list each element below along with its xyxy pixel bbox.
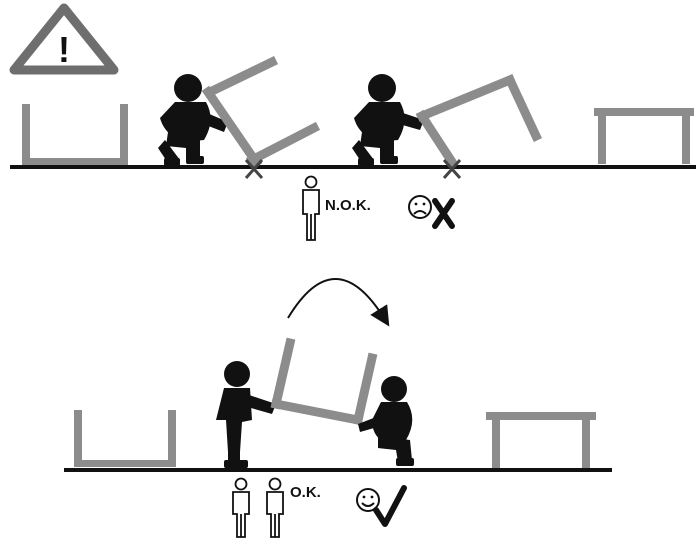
table-upright-top xyxy=(594,108,694,164)
cross-mark-icon xyxy=(432,198,455,229)
single-person-icon xyxy=(302,175,320,241)
person-standing-lifting xyxy=(216,361,276,468)
table-tilted-top-1 xyxy=(201,55,321,169)
table-tilted-top-2 xyxy=(415,74,542,169)
rotation-arrow xyxy=(287,278,390,327)
two-person-icon xyxy=(232,477,284,538)
person-lifting-alone-1 xyxy=(158,74,228,166)
table-upright-bottom xyxy=(486,412,596,468)
sad-face-icon xyxy=(408,195,432,219)
smiley-face-icon xyxy=(356,488,380,512)
person-squatting-lifting xyxy=(358,376,414,466)
table-carried-together xyxy=(270,337,378,426)
ok-label: O.K. xyxy=(290,484,321,501)
contact-point-cross-1 xyxy=(244,159,264,179)
person-lifting-alone-2 xyxy=(352,74,424,166)
warning-triangle-icon: ! xyxy=(9,3,119,75)
check-mark-icon xyxy=(373,485,407,527)
contact-point-cross-2 xyxy=(442,159,462,179)
nok-label: N.O.K. xyxy=(325,197,371,214)
warning-exclamation: ! xyxy=(58,29,70,70)
table-upside-down-bottom xyxy=(74,410,176,467)
table-upside-down-top xyxy=(22,104,128,165)
